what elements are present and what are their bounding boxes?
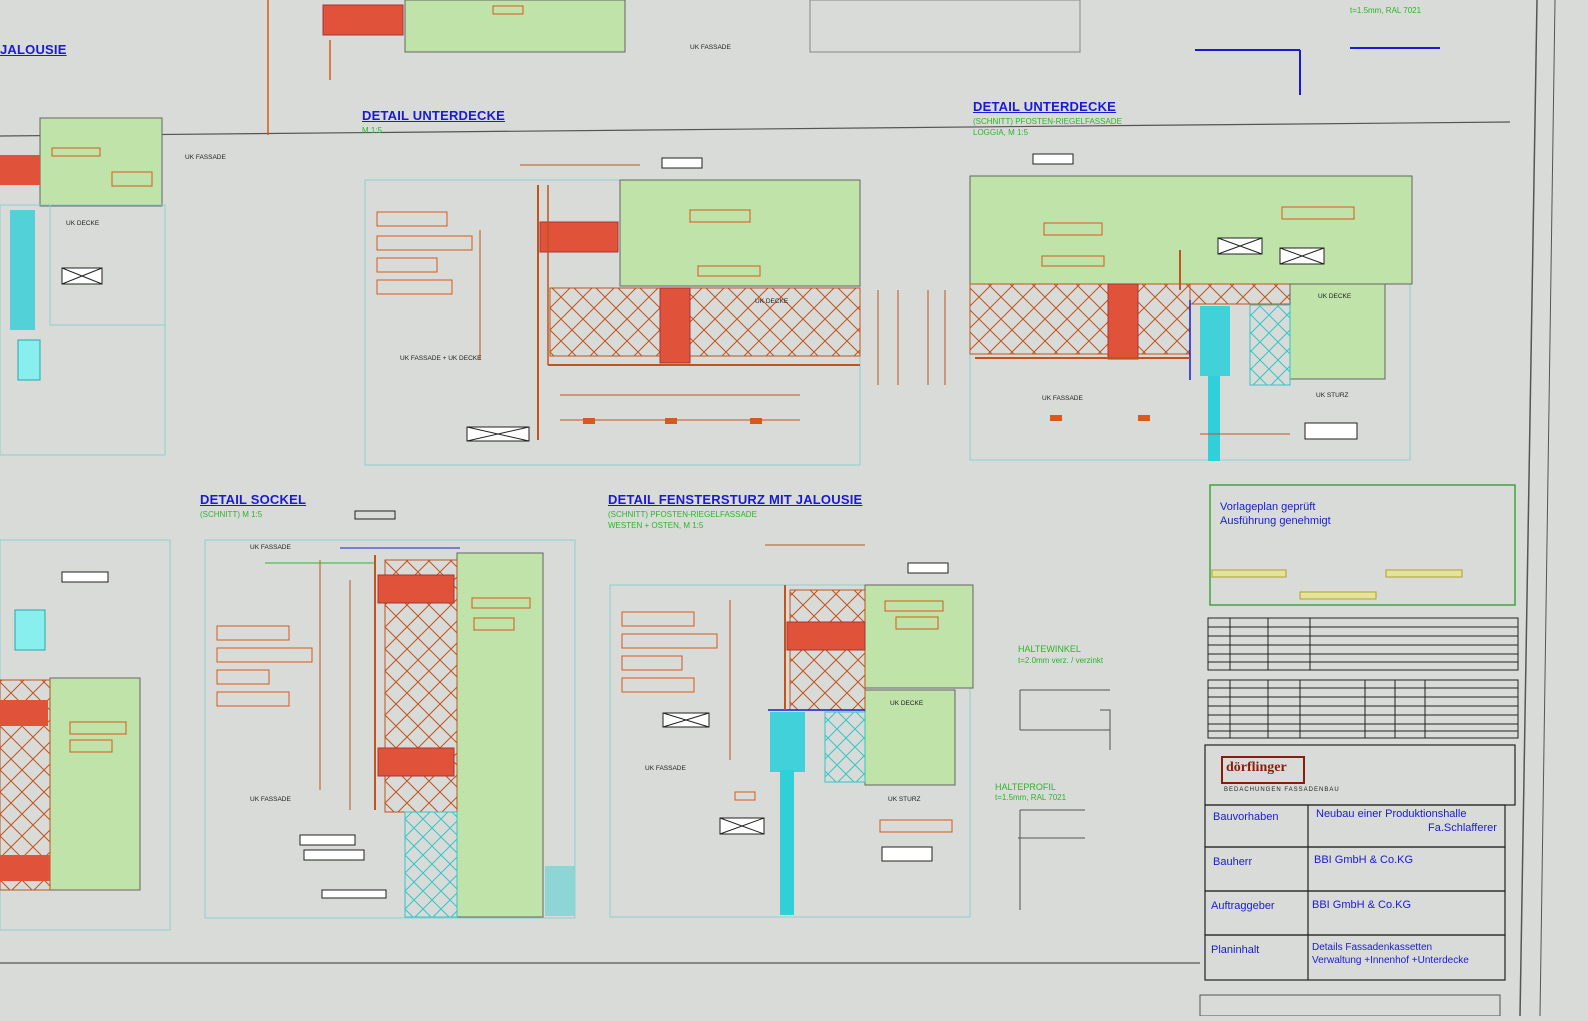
label-uk-sturz: UK STURZ — [888, 796, 921, 803]
label-halteprofil-spec: t=1.5mm, RAL 7021 — [995, 793, 1067, 802]
subtitle-unterdecke-2b: LOGGIA, M 1:5 — [973, 128, 1029, 137]
subtitle-sockel: (SCHNITT) M 1:5 — [200, 510, 263, 519]
label-uk-fassade: UK FASSADE — [690, 44, 731, 51]
company-subtitle: BEDACHUNGEN FASSADENBAU — [1224, 787, 1340, 793]
label-uk-fassade: UK FASSADE — [185, 154, 226, 161]
label-auftraggeber: Auftraggeber — [1211, 900, 1275, 912]
label-uk-decke: UK DECKE — [1318, 293, 1352, 300]
stamp-line-2: Ausführung genehmigt — [1220, 515, 1331, 527]
label-uk-fassade: UK FASSADE — [1042, 395, 1083, 402]
title-detail-unterdecke-1: DETAIL UNTERDECKE — [362, 108, 506, 123]
label-halteprofil: HALTEPROFIL — [995, 782, 1056, 792]
title-jalousie: JALOUSIE — [0, 42, 67, 57]
value-bauvorhaben: Neubau einer Produktionshalle — [1316, 808, 1467, 820]
label-haltewinkel: HALTEWINKEL — [1018, 644, 1081, 654]
value-planinhalt-1: Details Fassadenkassetten — [1312, 942, 1433, 953]
value-planinhalt-2: Verwaltung +Innenhof +Unterdecke — [1312, 955, 1469, 966]
label-haltewinkel-spec: t=2.0mm verz. / verzinkt — [1018, 656, 1104, 665]
label-bauvorhaben: Bauvorhaben — [1213, 811, 1279, 823]
label-uk-fassade: UK FASSADE — [250, 796, 291, 803]
label-uk-decke: UK DECKE — [66, 220, 100, 227]
value-bauvorhaben-extra: Fa.Schlafferer — [1428, 822, 1497, 834]
label-uk-decke: UK DECKE — [755, 298, 789, 305]
title-detail-fenstersturz: DETAIL FENSTERSTURZ MIT JALOUSIE — [608, 492, 863, 507]
stamp-line-1: Vorlageplan geprüft — [1220, 501, 1316, 513]
label-planinhalt: Planinhalt — [1211, 944, 1260, 956]
subtitle-unterdecke-2: (SCHNITT) PFOSTEN-RIEGELFASSADE — [973, 117, 1122, 126]
value-auftraggeber: BBI GmbH & Co.KG — [1312, 899, 1412, 911]
value-bauherr: BBI GmbH & Co.KG — [1314, 854, 1414, 866]
subtitle-unterdecke-1: M 1:5 — [362, 126, 383, 135]
label-ral-top: t=1.5mm, RAL 7021 — [1350, 6, 1422, 15]
label-uk-sturz: UK STURZ — [1316, 392, 1349, 399]
label-uk-decke: UK DECKE — [890, 700, 924, 707]
label-bauherr: Bauherr — [1213, 856, 1253, 868]
label-uk-fassade: UK FASSADE — [250, 544, 291, 551]
label-uk-fassade-decke: UK FASSADE + UK DECKE — [400, 355, 482, 362]
title-detail-unterdecke-2: DETAIL UNTERDECKE — [973, 99, 1117, 114]
label-uk-fassade: UK FASSADE — [645, 765, 686, 772]
title-detail-sockel: DETAIL SOCKEL — [200, 492, 307, 507]
company-logo: dörflinger — [1226, 760, 1287, 775]
subtitle-fenstersturz-2: WESTEN + OSTEN, M 1:5 — [608, 521, 704, 530]
subtitle-fenstersturz: (SCHNITT) PFOSTEN-RIEGELFASSADE — [608, 510, 757, 519]
